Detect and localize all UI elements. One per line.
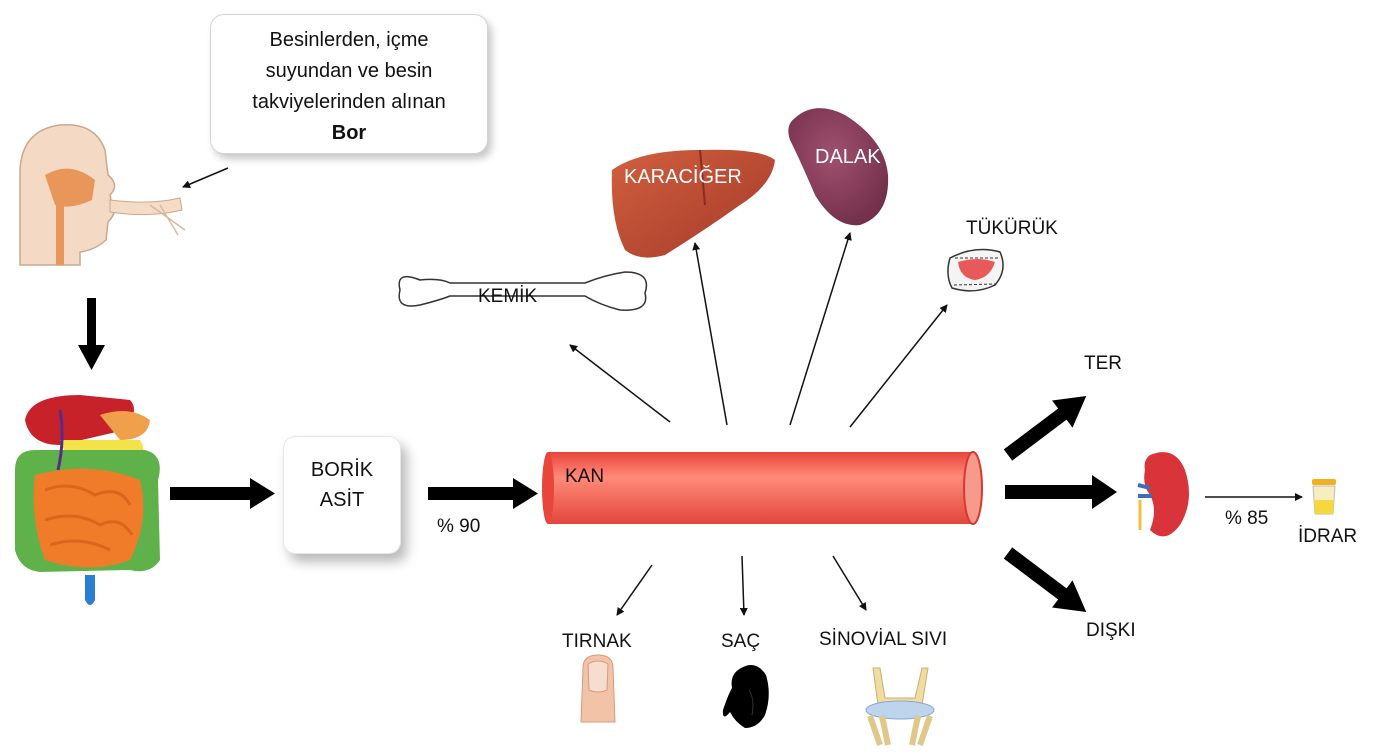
finger-nail-icon [580,654,616,723]
hair-label: SAÇ [721,631,761,652]
blood-label: KAN [565,466,605,487]
boric-acid-line-1: BORİK [310,459,374,481]
arrow-to-feces [1003,547,1087,612]
arrow-blood-to-liver [692,242,728,426]
arrow-to-kidney [1005,475,1117,509]
blood-vessel-tube [542,451,983,525]
arrow-blood-to-saliva [849,304,948,428]
urine-cup-icon [1312,479,1336,515]
boric-acid-line-2: ASİT [319,489,365,511]
source-line-1: Besinlerden, içme [269,29,429,51]
source-line-3: takviyelerinden alınan [252,91,446,113]
hair-silhouette-icon [722,665,769,728]
spleen-label: DALAK [815,146,881,168]
arrow-blood-to-synovial [832,555,867,611]
source-line-4: Bor [211,118,487,149]
knee-joint-icon [865,667,935,746]
boron-label: Bor [331,122,367,144]
arrow-to-blood [428,478,538,509]
synovial-fluid-label: SİNOVİAL SIVI [819,629,948,650]
bone-label: KEMİK [478,286,538,307]
arrow-blood-to-hair [739,555,748,616]
down-arrow-to-digestive [78,298,105,370]
spleen-icon [788,108,889,226]
nail-label: TIRNAK [562,631,632,652]
liver-icon [611,149,775,258]
bone-icon [398,271,648,311]
arrow-blood-to-spleen [789,232,852,426]
saliva-label: TÜKÜRÜK [966,218,1058,239]
arrow-blood-to-nail [616,564,653,616]
feces-label: DIŞKI [1086,620,1136,641]
sweat-label: TER [1084,353,1122,374]
absorption-percent-label: % 90 [437,516,481,537]
arrow-blood-to-bone [569,344,671,423]
arrow-to-head [182,167,229,188]
mouth-icon [947,248,1004,292]
kidney-icon [1137,452,1189,537]
urine-percent-label: % 85 [1225,508,1269,529]
source-line-2: suyundan ve besin [265,60,433,82]
boron-source-box: Besinlerden, içme suyundan ve besin takv… [210,14,488,154]
liver-label: KARACİĞER [624,166,742,188]
arrow-to-boric-acid [170,478,275,509]
digestive-system-icon [15,395,160,605]
head-profile-icon [19,123,186,266]
urine-label: İDRAR [1298,526,1358,547]
boric-acid-box: BORİK ASİT [283,436,401,554]
arrow-to-sweat [1003,396,1087,461]
